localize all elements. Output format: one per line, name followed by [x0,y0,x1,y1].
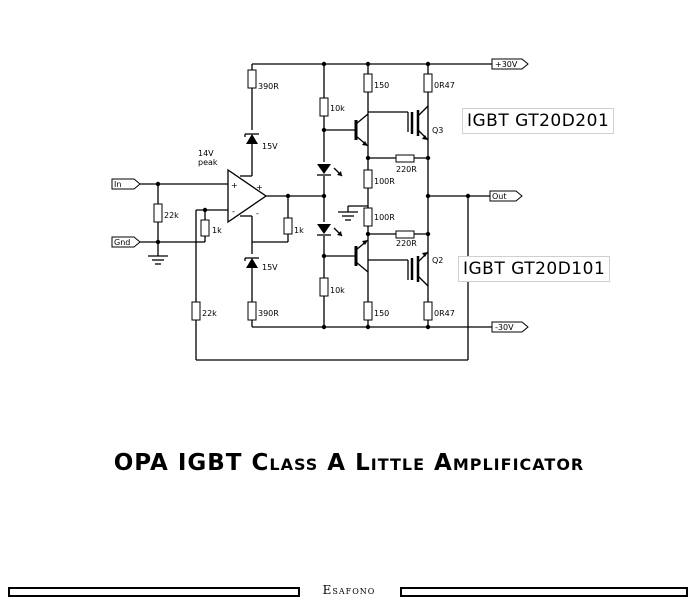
zener-diode-top [244,130,259,144]
led-bottom [317,222,343,237]
resistor-label: 10k [330,286,345,295]
igbt-q3 [410,105,429,141]
resistor-150-top [363,73,373,93]
resistor-label: 10k [330,104,345,113]
led-top [317,162,343,177]
resistor-100r-bottom [363,207,373,227]
resistor-0r47-top [423,73,433,93]
resistor-label: 0R47 [434,309,455,318]
resistor-label: 220R [396,239,417,248]
port-gnd-connector [111,236,141,248]
transistor-label-q2: Q2 [432,256,443,265]
rail-neg-label: -30V [495,323,514,332]
port-gnd-label: Gnd [114,238,130,247]
resistor-label: 100R [374,177,395,186]
footer-bar-left [8,587,300,597]
port-in-label: In [114,180,121,189]
footer-bar-right [400,587,688,597]
opamp-pin-plus: + [256,183,263,192]
footer-text: Esafono [322,583,376,597]
diagram-title: OPA IGBT Class A Little Amplificator [113,450,585,476]
resistor-label: 390R [258,309,279,318]
resistor-label: 220R [396,165,417,174]
zener-label-top: 15V [262,142,278,151]
resistor-label: 22k [164,211,179,220]
resistor-100r-top [363,169,373,189]
port-in-connector [111,178,141,190]
opamp-minus-label: - [232,207,235,216]
igbt-q2 [410,251,429,287]
opamp-peak-note: peak [198,158,218,167]
ground-symbol [338,211,358,221]
resistor-label: 1k [294,226,304,235]
resistor-label: 390R [258,82,279,91]
resistor-1k-b [283,217,293,235]
resistor-22k-feedback [191,301,201,321]
rail-pos-connector [491,58,529,70]
part-label-bottom: IGBT GT20D101 [458,256,611,282]
opamp-peak-note: 14V [198,149,214,158]
port-out-label: Out [492,192,507,201]
resistor-220r-top [395,154,415,163]
rail-pos-label: +30V [495,60,518,69]
resistor-390r-bottom [247,301,257,321]
part-label-top: IGBT GT20D201 [462,108,615,134]
transistor-label-q3: Q3 [432,126,443,135]
resistor-label: 0R47 [434,81,455,90]
resistor-1k-a [200,219,210,237]
resistor-22k-input [153,203,163,223]
resistor-label: 100R [374,213,395,222]
port-out-connector [489,190,523,202]
resistor-390r-top [247,69,257,89]
opamp-symbol [227,168,268,224]
opamp-plus-label: + [231,181,238,190]
resistor-label: 22k [202,309,217,318]
resistor-220r-bottom [395,230,415,239]
resistor-0r47-bottom [423,301,433,321]
resistor-10k-top [319,97,329,117]
zener-label-bottom: 15V [262,263,278,272]
bjt-transistor-bottom [354,239,369,273]
resistor-10k-bottom [319,277,329,297]
resistor-label: 1k [212,226,222,235]
resistor-label: 150 [374,81,389,90]
resistor-150-bottom [363,301,373,321]
ground-symbol [148,255,168,265]
junction-dots [155,61,471,330]
rail-neg-connector [491,321,529,333]
resistor-label: 150 [374,309,389,318]
opamp-pin-minus: - [256,209,259,218]
zener-diode-bottom [244,254,259,268]
bjt-transistor-top [354,113,369,147]
